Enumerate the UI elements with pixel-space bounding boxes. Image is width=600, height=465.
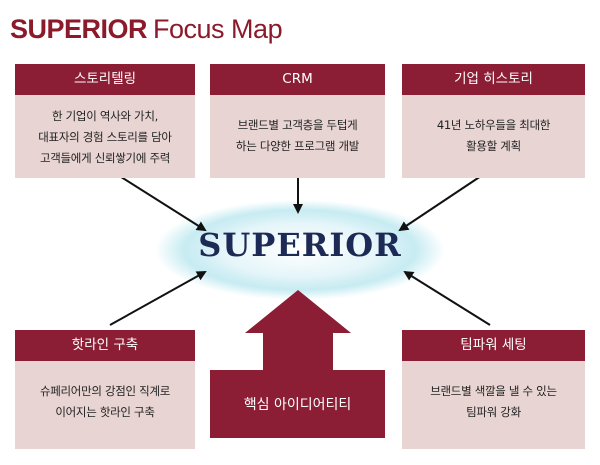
title-rest: Focus Map	[153, 14, 283, 44]
arrow-top-right	[398, 169, 491, 232]
title-brand: SUPERIOR	[10, 14, 148, 44]
core-identity-box: 핵심 아이디어티티	[210, 370, 385, 438]
card-crm: CRM 브랜드별 고객층을 두텁게 하는 다양한 프로그램 개발	[210, 64, 385, 178]
card-company-history-body: 41년 노하우들을 최대한 활용할 계획	[402, 95, 585, 178]
card-team-power: 팀파워 세팅 브랜드별 색깔을 낼 수 있는 팀파워 강화	[402, 330, 585, 449]
card-hotline-line: 슈페리어만의 강점인 직계로	[39, 384, 171, 398]
card-crm-title: CRM	[210, 64, 385, 95]
card-company-history-line: 41년 노하우들을 최대한	[436, 118, 551, 132]
center-glow	[155, 200, 445, 300]
card-crm-body: 브랜드별 고객층을 두텁게 하는 다양한 프로그램 개발	[210, 95, 385, 178]
card-storytelling-title: 스토리텔링	[15, 64, 195, 95]
card-storytelling: 스토리텔링 한 기업이 역사와 가치, 대표자의 경험 스토리를 담아 고객들에…	[15, 64, 195, 178]
arrow-bottom-right	[403, 270, 491, 326]
arrow-bottom-left	[109, 271, 207, 326]
card-team-power-title: 팀파워 세팅	[402, 330, 585, 361]
card-crm-line: 하는 다양한 프로그램 개발	[235, 139, 360, 153]
card-company-history: 기업 히스토리 41년 노하우들을 최대한 활용할 계획	[402, 64, 585, 178]
card-storytelling-line: 대표자의 경험 스토리를 담아	[38, 130, 172, 144]
card-team-power-body: 브랜드별 색깔을 낼 수 있는 팀파워 강화	[402, 361, 585, 449]
card-hotline-title: 핫라인 구축	[15, 330, 195, 361]
card-team-power-line: 팀파워 강화	[466, 405, 521, 419]
card-storytelling-line: 한 기업이 역사와 가치,	[52, 109, 158, 123]
arrow-top-left	[109, 169, 207, 232]
card-hotline-body: 슈페리어만의 강점인 직계로 이어지는 핫라인 구축	[15, 361, 195, 449]
center-label: SUPERIOR	[198, 226, 402, 264]
core-arrow	[245, 290, 351, 370]
card-company-history-title: 기업 히스토리	[402, 64, 585, 95]
card-crm-line: 브랜드별 고객층을 두텁게	[237, 118, 358, 132]
card-company-history-line: 활용할 계획	[466, 139, 521, 153]
card-storytelling-body: 한 기업이 역사와 가치, 대표자의 경험 스토리를 담아 고객들에게 신뢰쌓기…	[15, 95, 195, 178]
card-hotline: 핫라인 구축 슈페리어만의 강점인 직계로 이어지는 핫라인 구축	[15, 330, 195, 449]
card-team-power-line: 브랜드별 색깔을 낼 수 있는	[430, 384, 557, 398]
card-hotline-line: 이어지는 핫라인 구축	[55, 405, 155, 419]
card-storytelling-line: 고객들에게 신뢰쌓기에 주력	[39, 151, 171, 165]
